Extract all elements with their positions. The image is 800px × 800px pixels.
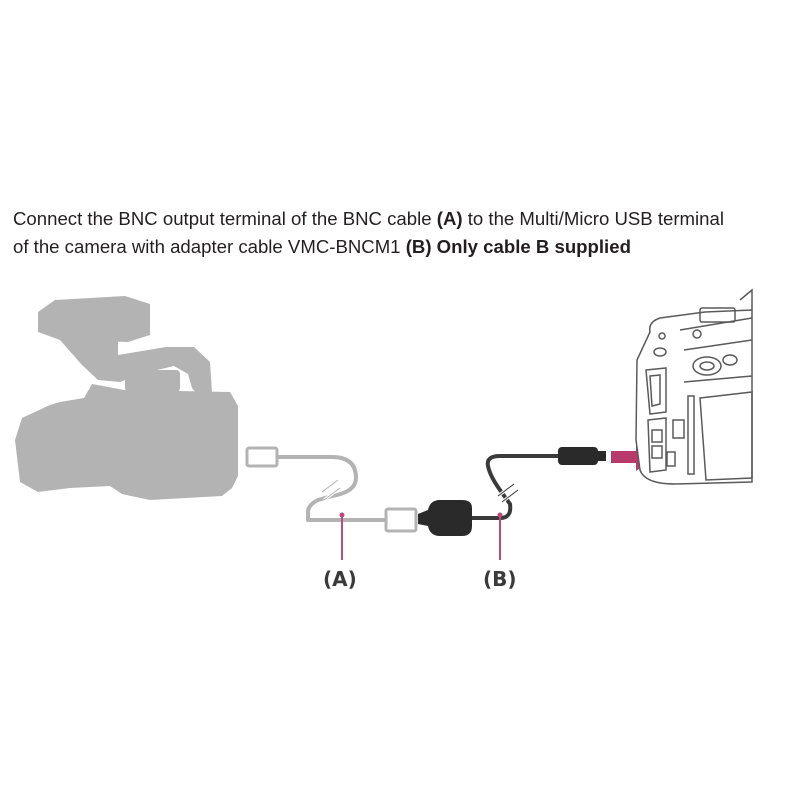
cable-b-usb-tip [596, 451, 606, 461]
cable-a [245, 446, 418, 533]
callout-b-label: (B) [483, 567, 517, 591]
instruction-line-2: of the camera with adapter cable VMC-BNC… [13, 233, 799, 261]
instruction-text: Connect the BNC output terminal of the B… [13, 205, 799, 261]
instruction-line-1-bold: (A) [436, 208, 463, 229]
instruction-line-2-text: of the camera with adapter cable VMC-BNC… [13, 236, 406, 257]
cable-a-wire [277, 455, 386, 522]
adapter-head [418, 500, 472, 536]
cable-a-bnc-plug [384, 507, 418, 533]
callout-b-dot [497, 512, 503, 518]
cable-b-break-mark [497, 482, 519, 504]
instruction-line-1-text-end: to the Multi/Micro USB terminal [462, 208, 724, 229]
cable-b [418, 447, 606, 536]
cable-a-left-plug [245, 446, 279, 468]
instruction-line-2-bold: (B) Only cable B supplied [405, 236, 631, 257]
camcorder-silhouette-icon [15, 296, 238, 500]
callout-a-dot [339, 512, 345, 518]
callout-a-label: (A) [323, 567, 357, 591]
mirrorless-camera-icon [635, 288, 753, 485]
instruction-line-1-text: Connect the BNC output terminal of the B… [13, 208, 437, 229]
cable-b-usb-plug [558, 447, 598, 465]
cable-b-break-mark-outline [497, 483, 519, 503]
cable-b-wire [472, 454, 558, 520]
callout-a: (A) [323, 512, 357, 591]
cable-a-break-mark-outline [321, 479, 341, 501]
instruction-line-1: Connect the BNC output terminal of the B… [13, 205, 799, 233]
callout-b: (B) [483, 512, 517, 591]
